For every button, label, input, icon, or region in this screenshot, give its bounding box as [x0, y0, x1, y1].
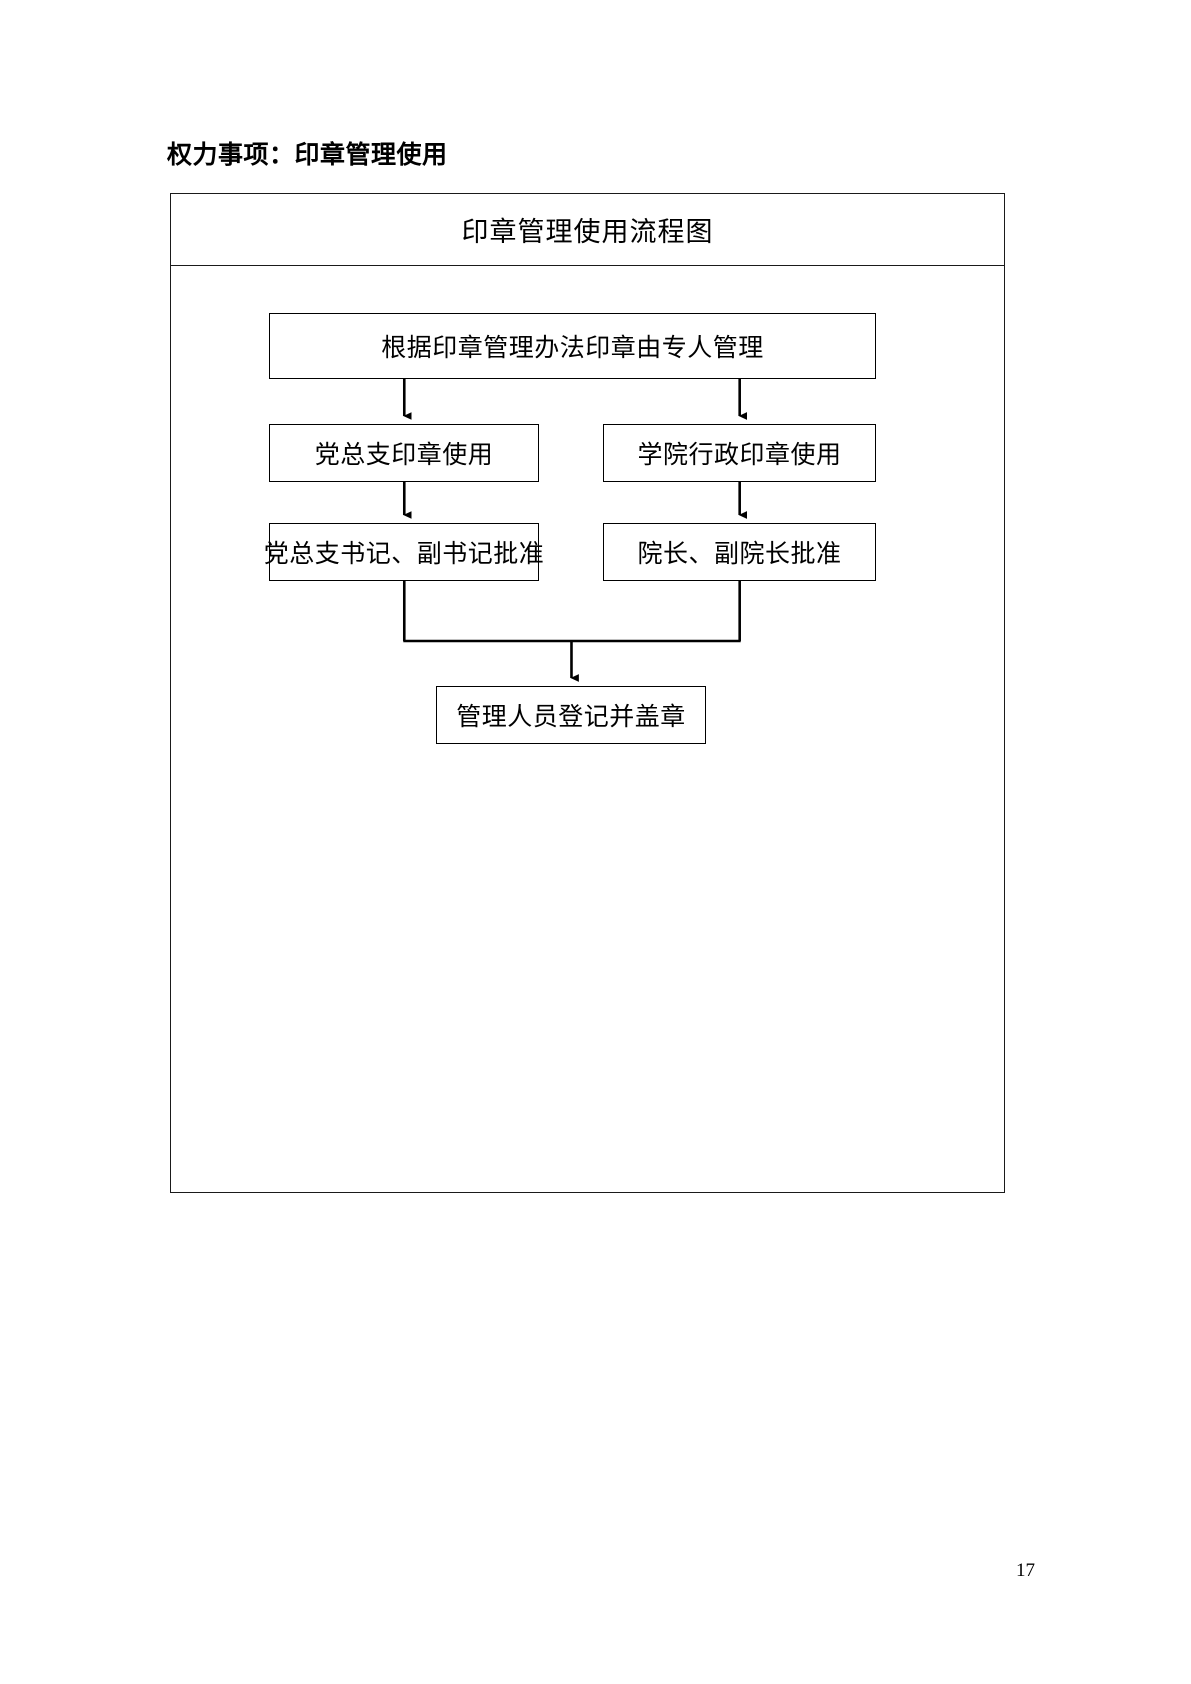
flow-node-right-use: 学院行政印章使用 [603, 424, 876, 482]
flow-node-left-approve: 党总支书记、副书记批准 [264, 523, 544, 581]
flowchart-canvas: 根据印章管理办法印章由专人管理 党总支印章使用 学院行政印章使用 党总支书记、副… [171, 266, 1004, 1192]
flow-node-label: 党总支印章使用 [314, 442, 494, 469]
flow-node-label: 学院行政印章使用 [637, 442, 842, 469]
flow-node-root: 根据印章管理办法印章由专人管理 [269, 313, 876, 379]
flow-node-label: 党总支书记、副书记批准 [263, 541, 545, 568]
flowchart-title-bar: 印章管理使用流程图 [171, 194, 1004, 266]
flow-node-label: 根据印章管理办法印章由专人管理 [381, 335, 764, 362]
flowchart-frame: 印章管理使用流程图 [170, 193, 1005, 1193]
flow-node-label: 管理人员登记并盖章 [456, 704, 686, 731]
flow-node-right-approve: 院长、副院长批准 [603, 523, 876, 581]
page-heading: 权力事项：印章管理使用 [167, 140, 448, 169]
flow-node-left-use: 党总支印章使用 [269, 424, 539, 482]
flow-node-label: 院长、副院长批准 [637, 541, 842, 568]
flow-node-final: 管理人员登记并盖章 [436, 686, 706, 744]
flowchart-title: 印章管理使用流程图 [461, 217, 714, 248]
page-number: 17 [1016, 1560, 1035, 1581]
